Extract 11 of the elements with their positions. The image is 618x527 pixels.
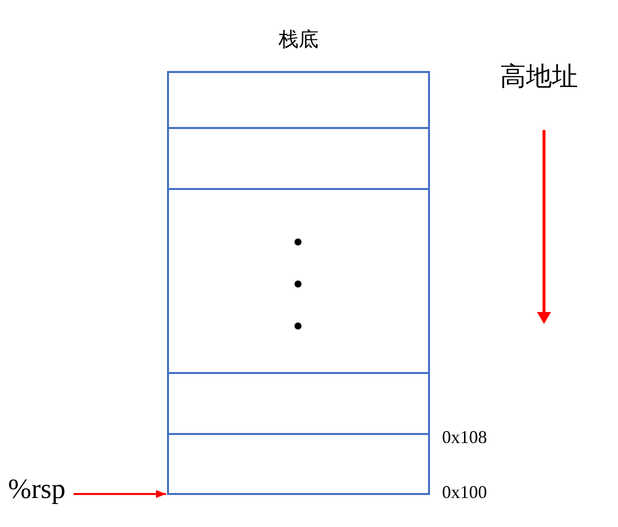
stack-heading: 栈底 [278, 29, 318, 49]
arrow [74, 490, 166, 498]
address-label: 0x108 [442, 428, 487, 446]
stack-slot [167, 372, 430, 435]
stack-slot [167, 433, 430, 495]
stack-slot [167, 71, 430, 129]
address-label: 0x100 [442, 483, 487, 501]
stack-slot [167, 127, 430, 190]
stack-slot [167, 188, 430, 374]
register-label: %rsp [8, 476, 66, 504]
address-label: 高地址 [500, 64, 578, 90]
